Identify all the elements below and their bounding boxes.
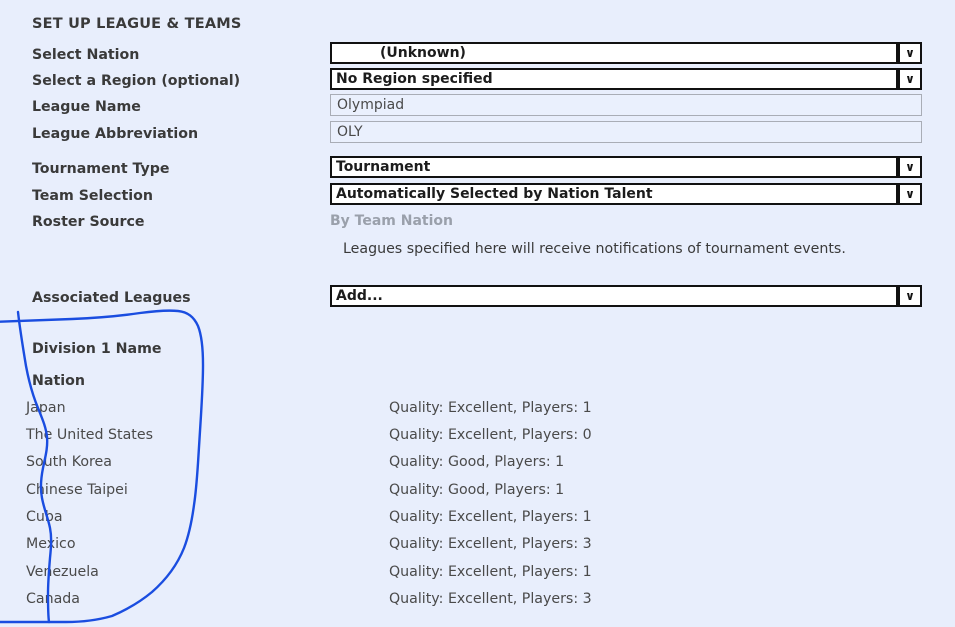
table-row[interactable]: Mexico Quality: Excellent, Players: 3	[0, 531, 955, 558]
cell-nation: Japan	[26, 400, 66, 416]
cell-nation: South Korea	[26, 454, 112, 470]
table-row[interactable]: Chinese Taipei Quality: Good, Players: 1	[0, 477, 955, 504]
cell-detail: Quality: Excellent, Players: 1	[389, 509, 592, 525]
cell-detail: Quality: Good, Players: 1	[389, 482, 565, 498]
field-league-name[interactable]: Olympiad	[330, 94, 922, 118]
label-associated-leagues: Associated Leagues	[32, 290, 191, 306]
label-tournament-type: Tournament Type	[32, 161, 170, 177]
select-nation-value[interactable]: (Unknown)	[330, 42, 898, 64]
roster-source-value: By Team Nation	[330, 213, 454, 229]
league-abbreviation-input[interactable]: OLY	[330, 121, 922, 143]
label-select-region: Select a Region (optional)	[32, 73, 241, 89]
table-row[interactable]: South Korea Quality: Good, Players: 1	[0, 449, 955, 476]
field-tournament-type[interactable]: Tournament ∨	[330, 156, 922, 180]
chevron-down-icon[interactable]: ∨	[898, 68, 922, 90]
column-header-nation: Nation	[32, 373, 85, 389]
page-title: SET UP LEAGUE & TEAMS	[32, 16, 242, 32]
cell-nation: Cuba	[26, 509, 63, 525]
table-row[interactable]: Venezuela Quality: Excellent, Players: 1	[0, 559, 955, 586]
field-select-nation[interactable]: (Unknown) ∨	[330, 42, 922, 66]
cell-nation: Canada	[26, 591, 80, 607]
form-row-league-abbreviation: League Abbreviation OLY	[0, 121, 955, 147]
form-row-associated-leagues: Associated Leagues Add... ∨	[0, 285, 955, 311]
chevron-down-icon[interactable]: ∨	[898, 285, 922, 307]
table-row[interactable]: Cuba Quality: Excellent, Players: 1	[0, 504, 955, 531]
field-team-selection[interactable]: Automatically Selected by Nation Talent …	[330, 183, 922, 207]
label-roster-source: Roster Source	[32, 214, 145, 230]
field-select-region[interactable]: No Region specified ∨	[330, 68, 922, 92]
cell-detail: Quality: Excellent, Players: 3	[389, 591, 592, 607]
label-league-name: League Name	[32, 99, 141, 115]
cell-nation: The United States	[26, 427, 153, 443]
field-associated-leagues[interactable]: Add... ∨	[330, 285, 922, 309]
form-row-roster-source: Roster Source By Team Nation	[0, 209, 955, 235]
division-title: Division 1 Name	[32, 341, 162, 357]
table-row[interactable]: Canada Quality: Excellent, Players: 3	[0, 586, 955, 613]
form-row-select-region: Select a Region (optional) No Region spe…	[0, 68, 955, 94]
chevron-down-icon[interactable]: ∨	[898, 42, 922, 64]
select-region-value[interactable]: No Region specified	[330, 68, 898, 90]
cell-detail: Quality: Excellent, Players: 3	[389, 536, 592, 552]
cell-detail: Quality: Good, Players: 1	[389, 454, 565, 470]
cell-detail: Quality: Excellent, Players: 0	[389, 427, 592, 443]
associated-leagues-value[interactable]: Add...	[330, 285, 898, 307]
team-selection-value[interactable]: Automatically Selected by Nation Talent	[330, 183, 898, 205]
cell-nation: Chinese Taipei	[26, 482, 128, 498]
cell-nation: Mexico	[26, 536, 76, 552]
cell-detail: Quality: Excellent, Players: 1	[389, 564, 592, 580]
table-row[interactable]: Japan Quality: Excellent, Players: 1	[0, 395, 955, 422]
cell-detail: Quality: Excellent, Players: 1	[389, 400, 592, 416]
field-roster-source: By Team Nation	[330, 209, 922, 233]
associated-leagues-hint: Leagues specified here will receive noti…	[343, 241, 846, 257]
label-team-selection: Team Selection	[32, 188, 153, 204]
league-name-input[interactable]: Olympiad	[330, 94, 922, 116]
form-row-tournament-type: Tournament Type Tournament ∨	[0, 156, 955, 182]
form-row-league-name: League Name Olympiad	[0, 94, 955, 120]
label-select-nation: Select Nation	[32, 47, 140, 63]
form-row-team-selection: Team Selection Automatically Selected by…	[0, 183, 955, 209]
chevron-down-icon[interactable]: ∨	[898, 156, 922, 178]
cell-nation: Venezuela	[26, 564, 99, 580]
field-league-abbreviation[interactable]: OLY	[330, 121, 922, 145]
label-league-abbreviation: League Abbreviation	[32, 126, 199, 142]
table-row[interactable]: The United States Quality: Excellent, Pl…	[0, 422, 955, 449]
form-row-select-nation: Select Nation (Unknown) ∨	[0, 42, 955, 68]
tournament-type-value[interactable]: Tournament	[330, 156, 898, 178]
chevron-down-icon[interactable]: ∨	[898, 183, 922, 205]
